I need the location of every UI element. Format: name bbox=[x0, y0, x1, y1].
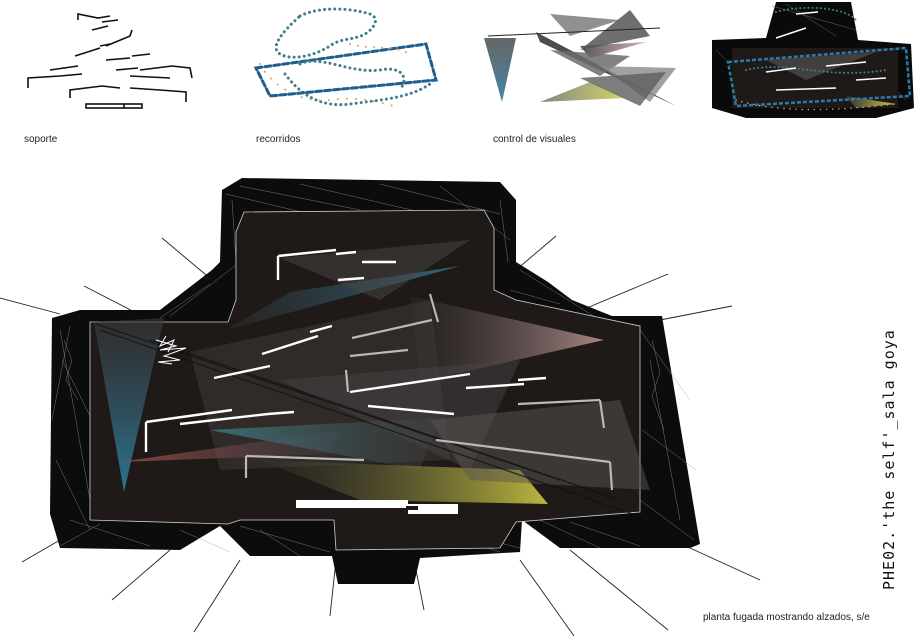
caption-control-visuales: control de visuales bbox=[493, 134, 576, 145]
caption-planta: planta fugada mostrando alzados, s/e bbox=[703, 612, 870, 623]
thumbnail-control-visuales bbox=[480, 6, 680, 121]
soporte-diagram bbox=[27, 13, 193, 109]
thumbnail-recorridos bbox=[240, 4, 450, 124]
figure-tangle bbox=[155, 335, 187, 365]
thumbnail-soporte bbox=[20, 8, 205, 123]
caption-soporte: soporte bbox=[24, 134, 58, 145]
central-bench bbox=[296, 500, 458, 514]
cone-grey-top bbox=[280, 240, 470, 300]
control-visuales-diagram bbox=[484, 10, 676, 106]
caption-recorridos: recorridos bbox=[256, 134, 301, 145]
exhibition-walls bbox=[144, 248, 614, 491]
sight-lines bbox=[95, 323, 651, 521]
combined-diagram bbox=[712, 2, 914, 118]
cone-grey-right bbox=[430, 400, 650, 490]
cone-blue bbox=[94, 318, 164, 492]
cone-pink bbox=[410, 296, 604, 382]
main-plan bbox=[0, 170, 780, 640]
drawing-title: PHE02.'the self'_sala goya bbox=[880, 329, 898, 590]
planta-fugada-drawing bbox=[0, 178, 761, 637]
thumbnail-combined bbox=[706, 0, 916, 124]
cone-teal-lower bbox=[210, 418, 440, 470]
recorridos-diagram bbox=[253, 7, 438, 109]
